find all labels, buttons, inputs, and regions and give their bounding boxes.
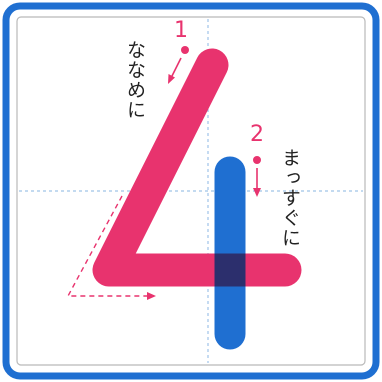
inner-border <box>16 16 366 366</box>
diagonal-guide-arrowhead <box>147 292 156 300</box>
diagonal-guide-dashed <box>66 195 154 297</box>
stroke-1-arrowhead-icon <box>168 74 175 84</box>
outer-frame <box>2 2 380 380</box>
stroke-overlap <box>214 253 246 287</box>
stroke-2-instruction: まっすぐに <box>279 148 301 248</box>
stroke-2-start-dot <box>253 156 261 164</box>
stroke-1-start-dot <box>181 46 189 54</box>
stroke-1-instruction: ななめに <box>124 40 146 120</box>
stroke-2-arrowhead-icon <box>253 188 261 197</box>
stroke-1-number: 1 <box>174 18 188 43</box>
stroke-2-number: 2 <box>250 122 264 147</box>
stroke-1-direction-arrow <box>170 57 182 79</box>
